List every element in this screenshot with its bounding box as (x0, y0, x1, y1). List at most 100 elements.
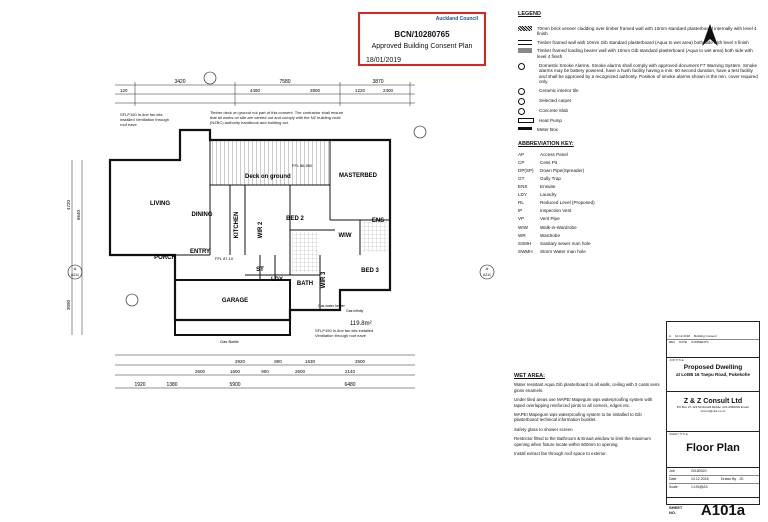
dim-left-3: 3090 (66, 299, 71, 310)
dim-bottom-4: 6480 (344, 382, 355, 388)
job-address: at Lot85 16 Taepu Road, Pukekohe (676, 372, 750, 377)
abbreviation-code: LDY (518, 192, 527, 198)
dim-bottom-inner-4: 2500 (355, 359, 366, 364)
room-ens: ENS (372, 218, 384, 224)
section-a-left: A (74, 266, 77, 271)
room-porch: PORCH (154, 255, 176, 261)
abbreviation-code: WR (518, 232, 526, 238)
abbreviation-code: ENS (518, 184, 528, 190)
tile-icon (518, 87, 525, 95)
wet-area-paragraph: MAPEI Mapegum wps waterproofing system t… (514, 412, 642, 423)
north-arrow-icon (702, 24, 718, 46)
job-number: 20180020 (691, 469, 707, 473)
abbreviation-text: Inspection Vent (540, 208, 572, 214)
abbreviation-text: Storm Water man hole (540, 248, 586, 254)
dim-bottom-inner-2: 800 (274, 359, 282, 364)
abbreviation-code: RL (518, 200, 524, 206)
drawn-by: JG (739, 477, 744, 481)
dim-top-2: 7580 (279, 79, 290, 85)
abbreviation-row: RL Reduced Level (Proposed) (518, 200, 758, 206)
revision-row: A 10.12.2018 Building Consent (667, 334, 759, 340)
legend-item: 70mm brick veneer cladding over timber f… (518, 25, 758, 37)
carpet-icon (518, 97, 525, 105)
heat-pump-icon (518, 117, 534, 123)
dim-bottom-mid-3: 900 (261, 369, 269, 374)
abbreviation-code: IP (518, 208, 523, 214)
meter-box-icon (518, 126, 532, 130)
abbreviation-text: Wardrobe (540, 232, 560, 238)
room-st: ST (256, 267, 264, 273)
room-wir2: WIR 2 (258, 221, 264, 238)
council-logo: Auckland Council (435, 16, 478, 22)
abbreviation-row: VP Vent Pipe (518, 216, 758, 222)
gas-bottle: Gas Bottle (220, 339, 239, 344)
abbreviation-row: DP(SP)Down Pipe(Spreader) (518, 168, 758, 174)
company-name: Z & Z Consult Ltd (683, 398, 743, 405)
section-ref-left: A211 (71, 273, 79, 277)
abbreviation-row: WR Wardrobe (518, 233, 758, 239)
legend-title: LEGEND (518, 11, 541, 17)
dim-bottom-3: 5900 (229, 382, 240, 388)
company-cell: Z & Z Consult Ltd PO Box 27-123 Mt Roski… (667, 398, 759, 432)
legend-item: Selected carpet (518, 97, 758, 105)
sheet-number: A101a (700, 501, 746, 519)
dim-bottom-mid-2: 1600 (230, 369, 241, 374)
dim-bottom-inner-3: 1630 (305, 359, 316, 364)
room-bed3: BED 3 (361, 268, 379, 274)
room-masterbed: MASTERBED (339, 173, 378, 179)
sheet-title: Floor Plan (686, 442, 740, 454)
legend-panel: LEGEND 70mm brick veneer cladding over t… (518, 11, 758, 512)
ffl-entry: FFL 87.10 (215, 256, 234, 261)
room-garage: GARAGE (222, 298, 248, 304)
dim-top-1: 3420 (174, 79, 185, 85)
abbreviation-text: Walk-in-Wardrobe (540, 224, 577, 230)
revision-header: REV DATE COMMENTS (669, 340, 709, 344)
legend-item: Meter Box (518, 126, 758, 133)
abbreviation-row: ENS Ensuite (518, 184, 758, 190)
abbreviation-text: Ensuite (540, 184, 556, 190)
dim-bottom-2: 1380 (166, 382, 177, 388)
legend-item: Heat Pump (518, 117, 758, 124)
dim-top-3: 3870 (372, 79, 383, 85)
wet-area-paragraph: Safety glass to shower screen (514, 426, 573, 432)
dim-bottom-mid-4: 2600 (295, 369, 306, 374)
wet-area-paragraph: Under tiled areas use MAPEI Mapegum wps … (514, 397, 653, 408)
smoke-alarm-icon (518, 62, 525, 70)
dim-top-inner-1: 120 (120, 88, 128, 93)
drawing-date: 10.12.2018 (691, 477, 709, 481)
room-wiw: WIW (339, 233, 352, 239)
room-bath: BATH (297, 281, 313, 287)
abbreviation-text: Reduced Level (Proposed) (540, 200, 595, 206)
sflp-note-top: SFLP150 In-line fan kits installed Venti… (120, 112, 169, 127)
dim-bottom-1: 1920 (134, 382, 145, 388)
abbreviation-text: Gully Trap (540, 176, 561, 181)
timber-wall-icon (518, 39, 532, 45)
abbreviation-row: IP Inspection Vent (518, 208, 758, 214)
abbreviation-code: VP (518, 216, 525, 222)
abbreviation-text: Vent Pipe (540, 216, 560, 222)
sheet-number-cell: SHEET NO. A101a (667, 498, 759, 522)
sflp-note-bottom: SFLP150 In-line fan kits installed Venti… (315, 328, 374, 338)
dim-bottom-inner-1: 2920 (235, 359, 246, 364)
dim-top-inner-5: 3900 (310, 88, 321, 93)
room-dining: DINING (192, 212, 213, 218)
area-label: 119.8m² (350, 321, 372, 327)
room-entry: ENTRY (190, 249, 210, 255)
company-details: PO Box 27-123 Mt Roskill Mobile: 021-268… (676, 405, 750, 413)
legend-item: Ceramic interior tile (518, 87, 758, 95)
room-kitchen: KITCHEN (234, 212, 240, 239)
job-title-cell: JOB TITLE Proposed Dwelling at Lot85 16 … (667, 358, 759, 392)
wet-area-paragraph: Water resistant Aqua Gib plasterboard to… (514, 382, 660, 393)
dim-top-inner-9: 2400 (383, 88, 394, 93)
floor-plan: 3420 7580 3870 120 4490 3900 1220 2400 L… (66, 71, 495, 389)
consent-number: BCN/10280765 (394, 30, 450, 39)
brick-wall-icon (518, 25, 532, 31)
room-ldy: LDY (271, 277, 283, 283)
abbreviation-code: WIW (518, 224, 528, 230)
section-ref-right: A211 (483, 273, 491, 277)
consent-stamp: Auckland Council BCN/10280765 Approved B… (358, 12, 486, 66)
